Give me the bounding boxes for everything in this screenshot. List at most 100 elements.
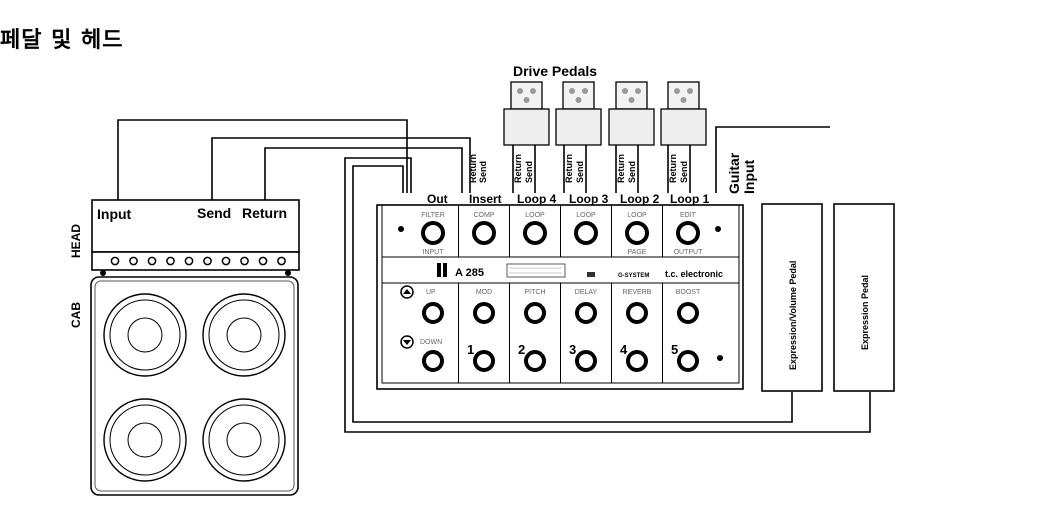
speaker-dust-cap [127, 422, 163, 458]
expression-volume-pedal-label: Expression/Volume Pedal [788, 261, 798, 370]
speaker-surround [109, 404, 181, 476]
loop1-label: Loop 1 [670, 192, 710, 206]
loop2-label: Loop 2 [620, 192, 660, 206]
top-switch [472, 221, 496, 245]
insert-label: Insert [469, 192, 502, 206]
speakers [103, 293, 286, 482]
input-label: Input [741, 159, 757, 194]
head-knob [203, 256, 212, 266]
up-label: UP [426, 289, 436, 296]
speaker-dust-cap [226, 422, 262, 458]
head-knob [184, 256, 194, 266]
head-foot [285, 270, 291, 276]
up-switch [422, 302, 444, 324]
amp-head: Input Send Return [91, 199, 300, 276]
maker-label: t.c. electronic [665, 269, 723, 279]
insert-return-label: Return [468, 154, 478, 183]
loop3-label: Loop 3 [569, 192, 609, 206]
top-switch-sublabel: INPUT [423, 249, 445, 256]
head-knob [277, 256, 286, 266]
loop1-send-label: Send [679, 161, 689, 183]
top-switch [421, 221, 445, 245]
down-arrow-icon [403, 340, 411, 345]
effect-switch-label: DELAY [575, 289, 598, 296]
effect-switch [575, 302, 597, 324]
top-switch-sublabel: PAGE [628, 249, 647, 256]
effect-switch [473, 302, 495, 324]
cable-guitar [715, 126, 830, 193]
preset-switch [473, 350, 495, 372]
effect-switch-label: BOOST [676, 289, 701, 296]
preset-number: 1 [467, 342, 474, 357]
drive-pedal-2 [608, 81, 655, 146]
preset-number: 3 [569, 342, 576, 357]
effect-switch [626, 302, 648, 324]
g-system-unit: FILTERINPUTCOMPMOD1LOOPPITCH2LOOPDELAY3L… [376, 204, 744, 390]
display-model: A 285 [455, 267, 484, 279]
page-title: 페달 및 헤드 [0, 28, 124, 53]
head-send-label: Send [197, 205, 231, 221]
speaker-dust-cap [226, 317, 262, 353]
loop4-return-label: Return [513, 154, 523, 183]
cable-head-input [117, 119, 408, 200]
speaker-dust-cap [127, 317, 163, 353]
expression-pedal-label: Expression Pedal [860, 275, 870, 350]
head-knob [147, 256, 157, 266]
down-label: DOWN [420, 339, 442, 346]
effect-switch [524, 302, 546, 324]
loop4-label: Loop 4 [517, 192, 557, 206]
speaker-surround [208, 404, 280, 476]
cab-label: CAB [69, 302, 83, 328]
cable-head-return [264, 147, 463, 200]
head-knob [221, 256, 231, 266]
drive-pedals-label: Drive Pedals [513, 63, 597, 79]
head-foot [100, 270, 106, 276]
loop2-send-label: Send [627, 161, 637, 183]
cable-head-send [211, 137, 471, 200]
head-knob [110, 256, 120, 266]
top-switch-label: LOOP [525, 212, 545, 219]
preset-switch [524, 350, 546, 372]
drive-pedal-3 [555, 81, 602, 146]
top-switch-label: LOOP [576, 212, 596, 219]
head-input-label: Input [97, 206, 132, 222]
head-knob [129, 256, 138, 266]
head-knob [166, 256, 175, 266]
top-switch [625, 221, 649, 245]
loop1-return-label: Return [668, 154, 678, 183]
speaker-surround [109, 299, 181, 371]
loop3-return-label: Return [564, 154, 574, 183]
top-switch-sublabel: OUTPUT [674, 249, 704, 256]
cables [117, 119, 871, 433]
preset-switch [677, 350, 699, 372]
top-switch-label: COMP [474, 212, 495, 219]
guitar-label: Guitar [726, 152, 742, 194]
out-label: Out [427, 192, 448, 206]
top-switch-label: EDIT [680, 212, 697, 219]
amp-cabinet [90, 276, 299, 496]
top-switch [574, 221, 598, 245]
loop4-send-label: Send [524, 161, 534, 183]
cable-out-loop [344, 157, 871, 433]
down-switch [422, 350, 444, 372]
preset-switch [575, 350, 597, 372]
effect-switch-label: REVERB [623, 289, 652, 296]
display-strip: A 285 G-SYSTEM t.c. electronic [437, 263, 723, 279]
expression-volume-pedal: Expression/Volume Pedal [761, 203, 823, 392]
loop2-return-label: Return [616, 154, 626, 183]
preset-number: 4 [620, 342, 628, 357]
preset-number: 2 [518, 342, 525, 357]
top-switch-label: FILTER [421, 212, 445, 219]
expression-pedal: Expression Pedal [833, 203, 895, 392]
insert-send-label: Send [478, 161, 488, 183]
effect-switch-label: MOD [476, 289, 492, 296]
head-label: HEAD [69, 224, 83, 258]
up-arrow-icon [403, 289, 411, 294]
head-knobs [100, 256, 291, 276]
drive-pedal-1 [660, 81, 707, 146]
top-switch [676, 221, 700, 245]
preset-number: 5 [671, 342, 678, 357]
unit-columns: FILTERINPUTCOMPMOD1LOOPPITCH2LOOPDELAY3L… [400, 205, 704, 383]
loop3-send-label: Send [575, 161, 585, 183]
